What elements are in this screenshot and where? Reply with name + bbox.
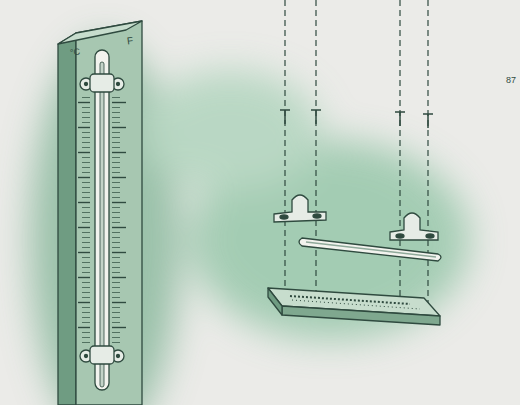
- tube-clip: [274, 195, 438, 240]
- wooden-board: [58, 21, 142, 405]
- tube-clip: [80, 74, 124, 364]
- wooden-board: [268, 288, 440, 325]
- scale-unit-label: F: [126, 36, 133, 47]
- screw: [280, 110, 433, 128]
- scale-unit-label: °C: [69, 47, 80, 57]
- page-number: 87: [506, 76, 516, 85]
- thermometer-tube: [95, 50, 109, 390]
- green-wash: [30, 40, 470, 405]
- thermometer-tube: [299, 238, 441, 261]
- assembly-guide-line: [285, 0, 428, 310]
